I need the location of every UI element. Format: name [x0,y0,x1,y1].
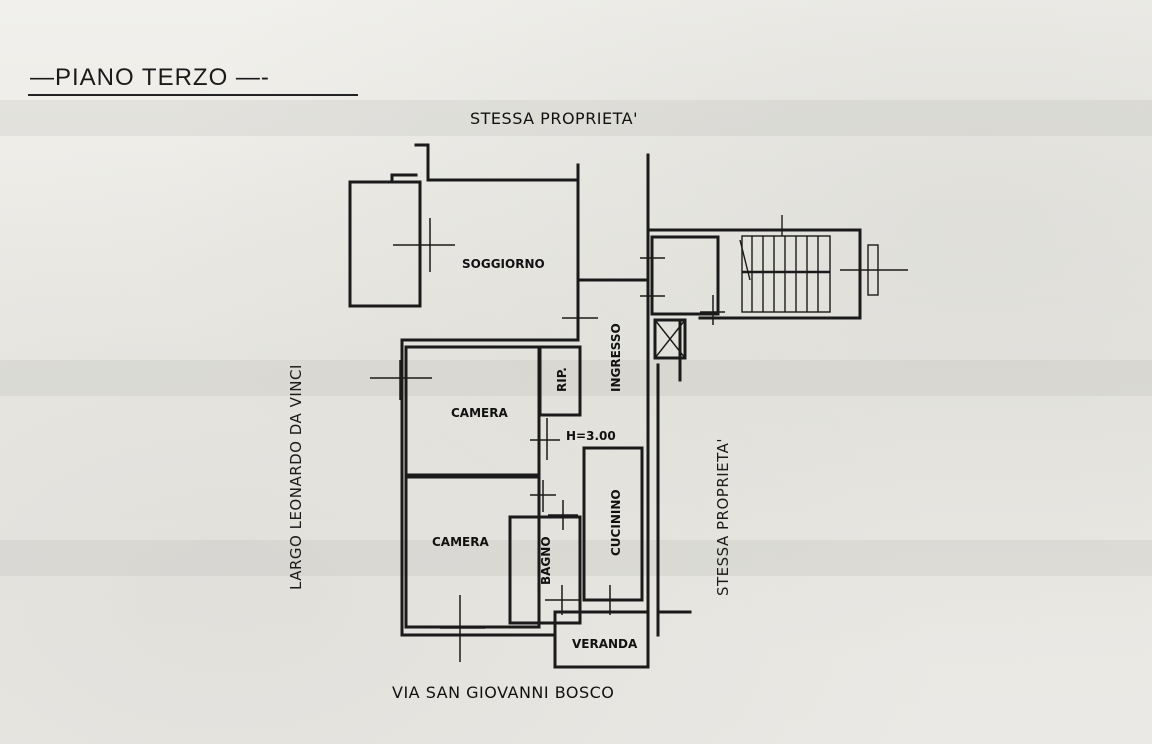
window-marks [370,218,725,662]
room-ingresso: INGRESSO [609,323,623,392]
room-rip: RIP. [555,367,569,392]
top-neighbor-label: STESSA PROPRIETA' [470,109,639,128]
ceiling-height: H=3.00 [566,429,616,443]
room-camera-2: CAMERA [432,535,489,549]
paper-fold-shadow [0,100,1152,136]
staircase [739,215,908,313]
room-soggiorno: SOGGIORNO [462,257,545,271]
room-cucinino: CUCININO [609,489,623,556]
bottom-street-label: VIA SAN GIOVANNI BOSCO [392,683,615,702]
paper-fold-shadow [0,540,1152,576]
room-camera-1: CAMERA [451,406,508,420]
heading-underline [28,94,358,96]
floor-heading: —PIANO TERZO —- [30,64,270,91]
room-bagno: BAGNO [539,536,553,585]
plan-walls [348,143,862,669]
room-veranda: VERANDA [572,637,638,651]
paper-fold-shadow [0,360,1152,396]
